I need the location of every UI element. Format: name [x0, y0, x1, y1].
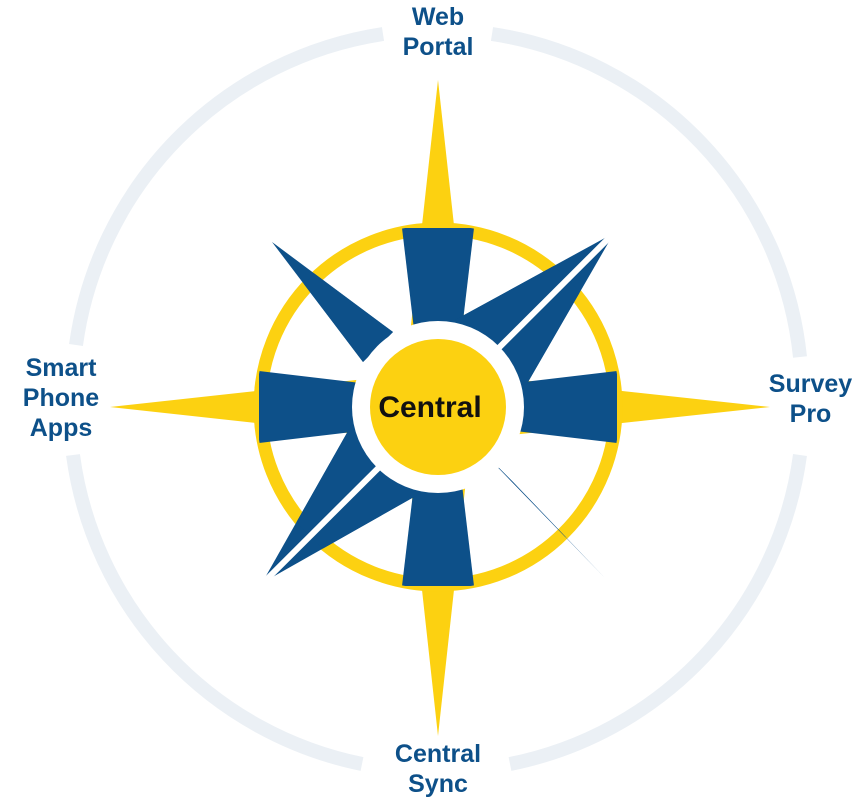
node-central-sync-line1: Central	[394, 740, 482, 768]
node-web-portal: Web Portal	[388, 2, 488, 62]
node-survey-pro: Survey Pro	[758, 369, 863, 429]
outer-ring-arc-bottom-left	[66, 454, 364, 771]
inner-band-west	[259, 371, 369, 443]
node-web-portal-line1: Web	[411, 3, 465, 31]
center-label-text: Central	[378, 391, 482, 424]
node-smart-phone-apps-line1: Smart	[25, 354, 97, 382]
outer-ring-arc-bottom-right	[508, 454, 807, 771]
inner-band-east	[507, 371, 617, 443]
outer-ring-arc-top-left	[69, 27, 385, 346]
outer-ring	[66, 27, 807, 771]
inner-band-north	[402, 228, 474, 338]
node-smart-phone-apps-line3: Apps	[29, 414, 93, 442]
node-central-sync-line2: Sync	[408, 770, 468, 798]
inner-band-south	[402, 476, 474, 586]
node-survey-pro-line1: Survey	[768, 370, 853, 398]
node-smart-phone-apps-line2: Phone	[22, 384, 100, 412]
node-web-portal-line2: Portal	[402, 33, 474, 61]
node-smart-phone-apps: Smart Phone Apps	[2, 353, 120, 443]
outer-ring-arc-top-right	[490, 27, 807, 358]
node-central-sync: Central Sync	[365, 739, 511, 799]
center-hub	[370, 339, 506, 475]
node-survey-pro-line2: Pro	[789, 400, 832, 428]
center-label: Central	[358, 388, 502, 428]
